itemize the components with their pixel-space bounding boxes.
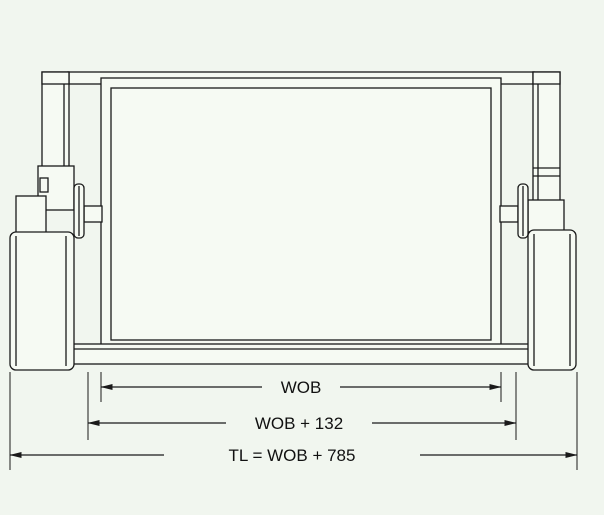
left-post-cap bbox=[41, 71, 70, 85]
left-motor-housing bbox=[9, 231, 75, 371]
main-roller-inner bbox=[110, 87, 492, 341]
left-upright-post bbox=[41, 71, 70, 169]
right-shaft bbox=[499, 205, 519, 223]
left-gearbox bbox=[15, 195, 47, 235]
right-motor-housing bbox=[527, 229, 577, 371]
dim-label-wob-plus: WOB + 132 bbox=[255, 414, 343, 433]
right-upright-post bbox=[532, 71, 561, 203]
left-shaft bbox=[83, 205, 103, 223]
bottom-frame-bar bbox=[67, 343, 535, 365]
right-post-cap bbox=[532, 71, 561, 85]
left-bracket-tab bbox=[39, 177, 49, 193]
dim-label-total-length: TL = WOB + 785 bbox=[229, 446, 356, 465]
dim-label-wob: WOB bbox=[281, 378, 322, 397]
right-bracket bbox=[527, 199, 565, 233]
